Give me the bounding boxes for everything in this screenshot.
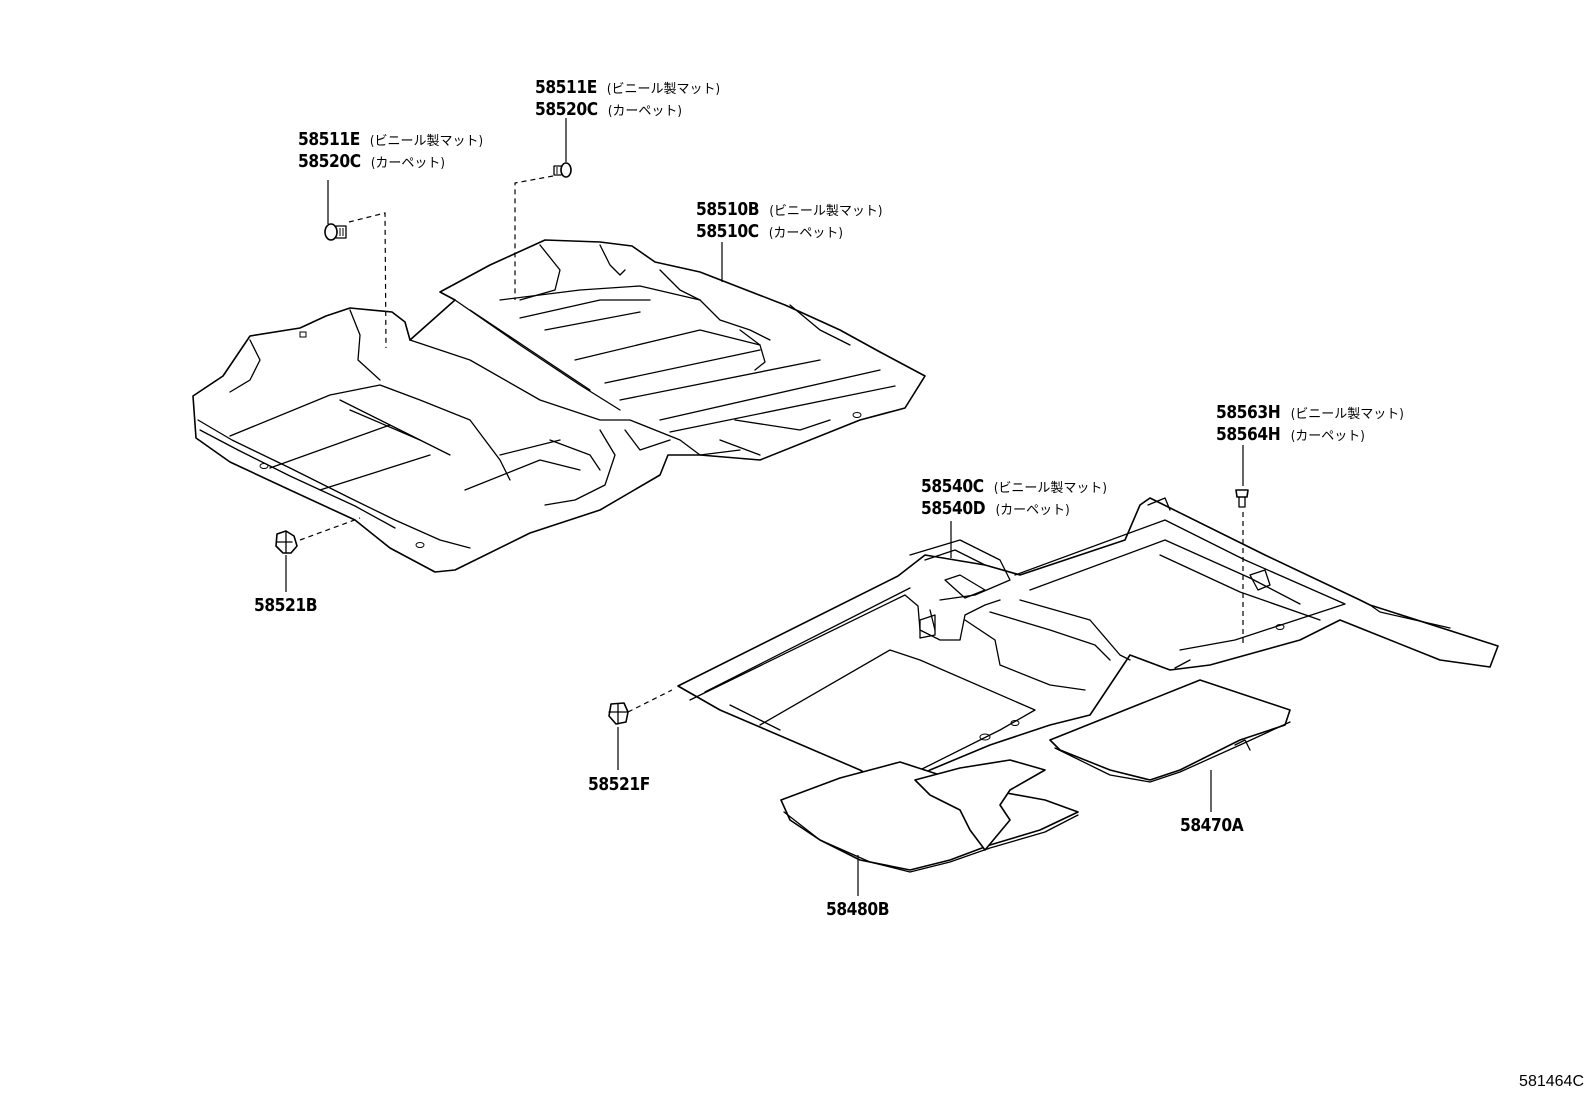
part-number: 58511E xyxy=(298,129,360,150)
part-note: (ビニール製マット) xyxy=(369,134,484,149)
part-note: (ビニール製マット) xyxy=(769,204,883,219)
part-number: 58521F xyxy=(588,774,650,795)
front-mat-clip-left xyxy=(324,223,347,241)
part-number: 58563H xyxy=(1216,402,1281,423)
rear-floor-mat xyxy=(677,497,1499,791)
part-note: (カーペット) xyxy=(768,226,843,241)
part-number: 58540D xyxy=(921,498,986,519)
rear-pad-left xyxy=(780,759,1079,873)
part-number: 58521B xyxy=(254,595,318,616)
callout-pad-left: 58480B xyxy=(826,900,899,920)
callout-front-clip-left: 58511E (ビニール製マット) 58520C (カーペット) xyxy=(298,130,483,174)
part-number: 58511E xyxy=(535,77,597,98)
callout-front-mat: 58510B (ビニール製マット) 58510C (カーペット) xyxy=(696,200,882,244)
part-number: 58564H xyxy=(1216,424,1281,445)
callout-front-hook: 58521B xyxy=(254,596,327,616)
part-number: 58480B xyxy=(826,899,890,920)
rear-mat-hook xyxy=(608,702,629,725)
callout-pad-right: 58470A xyxy=(1180,816,1254,836)
callout-rear-mat: 58540C (ビニール製マット) 58540D (カーペット) xyxy=(921,477,1107,521)
part-number: 58540C xyxy=(921,476,984,497)
front-mat-hook xyxy=(275,530,298,554)
callout-front-clip-top: 58511E (ビニール製マット) 58520C (カーペット) xyxy=(535,78,720,122)
part-number: 58470A xyxy=(1180,815,1244,836)
part-number: 58510C xyxy=(696,221,759,242)
rear-mat-clip xyxy=(1235,489,1249,508)
front-floor-mat xyxy=(192,239,926,573)
part-note: (ビニール製マット) xyxy=(606,82,721,97)
front-mat-clip-right xyxy=(553,162,572,178)
part-note: (カーペット) xyxy=(607,104,682,119)
part-note: (ビニール製マット) xyxy=(1290,407,1404,422)
part-number: 58520C xyxy=(298,151,361,172)
callout-rear-hook: 58521F xyxy=(588,775,660,795)
part-note: (ビニール製マット) xyxy=(993,481,1107,496)
part-number: 58520C xyxy=(535,99,598,120)
callout-rear-clip: 58563H (ビニール製マット) 58564H (カーペット) xyxy=(1216,403,1404,447)
part-note: (カーペット) xyxy=(1290,429,1365,444)
part-number: 58510B xyxy=(696,199,760,220)
diagram-reference-code: 581464C xyxy=(1519,1073,1584,1090)
part-note: (カーペット) xyxy=(370,156,445,171)
part-note: (カーペット) xyxy=(995,503,1070,518)
rear-pad-right xyxy=(1049,679,1291,783)
